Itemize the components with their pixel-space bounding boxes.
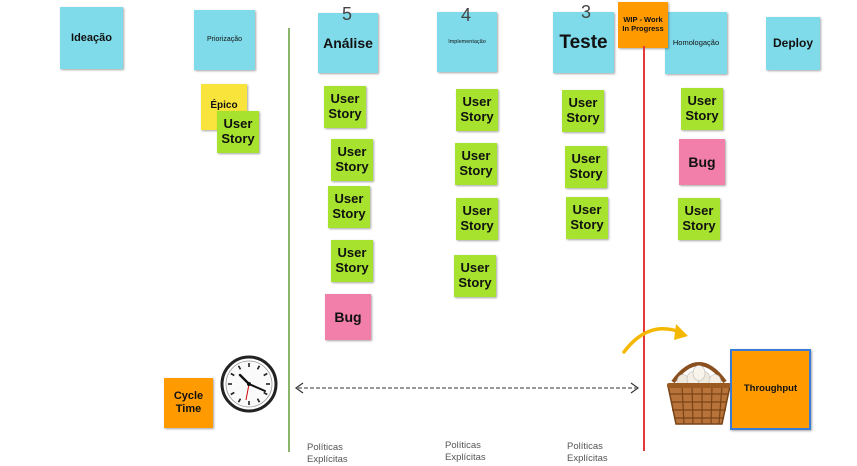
user-story-card: User Story xyxy=(681,88,723,130)
user-story-card: User Story xyxy=(331,139,373,181)
column-ideacao: Ideação xyxy=(60,7,123,69)
cycle-time-note: Cycle Time xyxy=(164,378,213,428)
column-deploy: Deploy xyxy=(766,17,820,70)
column-analise: Análise xyxy=(318,13,378,73)
user-story-card: User Story xyxy=(562,90,604,132)
user-story-card: User Story xyxy=(566,197,608,239)
column-deploy-label: Deploy xyxy=(772,35,813,50)
column-analise-label: Análise xyxy=(323,34,373,51)
column-priorizacao-label: Priorização xyxy=(206,35,242,43)
user-story-card: User Story xyxy=(324,86,366,128)
user-story-card: User Story xyxy=(565,146,607,188)
user-story-card: User Story xyxy=(217,111,259,153)
wip-note-label: WIP - Work In Progress xyxy=(622,15,664,33)
user-story-card: User Story xyxy=(455,143,497,185)
throughput-note: Throughput xyxy=(730,349,811,430)
column-implementacao: Implementação xyxy=(437,12,497,72)
cycle-time-label: Cycle Time xyxy=(173,390,204,415)
wip-note: WIP - Work In Progress xyxy=(618,2,668,48)
epico-label: Épico xyxy=(210,100,238,111)
column-homologacao: Homologação xyxy=(665,12,727,74)
column-implementacao-label: Implementação xyxy=(448,38,486,45)
wip-limit-teste: 3 xyxy=(581,2,592,22)
bug-card: Bug xyxy=(325,294,371,340)
cycle-time-arrow xyxy=(294,382,640,394)
user-story-card: User Story xyxy=(456,198,498,240)
user-story-card: User Story xyxy=(331,240,373,282)
politicas-explicitas-analise: Políticas Explícitas xyxy=(307,442,348,465)
wip-limit-analise: 5 xyxy=(342,4,353,24)
throughput-label: Throughput xyxy=(743,383,798,395)
egg-basket-icon xyxy=(667,362,731,425)
clock-icon xyxy=(220,355,278,413)
wip-limit-implementacao: 4 xyxy=(461,5,472,25)
curved-arrow-icon xyxy=(622,324,688,354)
user-story-card: User Story xyxy=(456,89,498,131)
red-wip-line xyxy=(643,46,645,451)
column-teste-label: Teste xyxy=(559,31,608,53)
user-story-card: User Story xyxy=(678,198,720,240)
politicas-explicitas-teste: Políticas Explícitas xyxy=(567,441,608,464)
bug-card: Bug xyxy=(679,139,725,185)
green-separator-line xyxy=(288,28,290,452)
politicas-explicitas-implementacao: Políticas Explícitas xyxy=(445,440,486,463)
user-story-card: User Story xyxy=(328,186,370,228)
user-story-card: User Story xyxy=(454,255,496,297)
column-priorizacao: Priorização xyxy=(194,10,255,70)
column-homologacao-label: Homologação xyxy=(672,37,720,47)
column-teste: Teste xyxy=(553,12,614,73)
column-ideacao-label: Ideação xyxy=(71,31,112,44)
